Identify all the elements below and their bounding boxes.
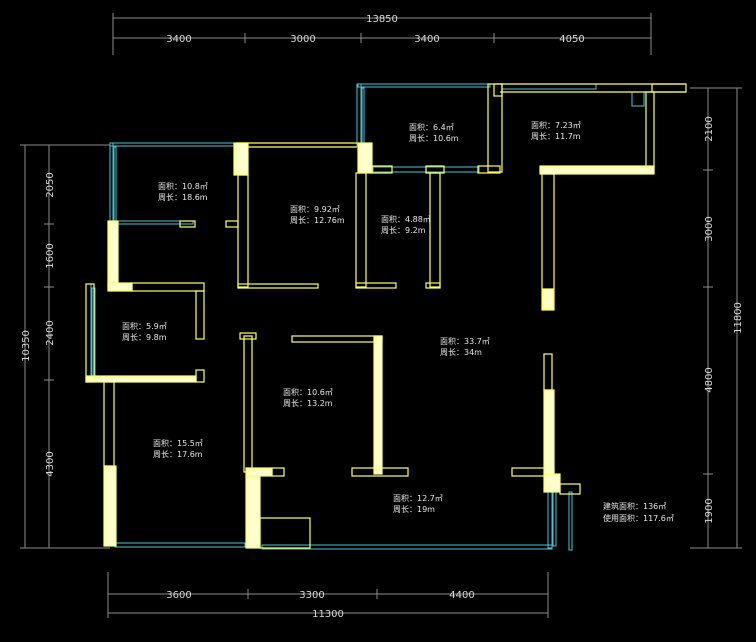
bottom-dim-3: 4400 — [449, 590, 474, 601]
room-5-perimeter: 周长：11.7m — [531, 131, 581, 141]
left-dim-2: 1600 — [45, 243, 56, 268]
room-10: 面积：12.7㎡ 周长：19m — [393, 493, 443, 514]
room-3-perimeter: 周长：9.2m — [381, 225, 426, 235]
room-8-perimeter: 周长：13.2m — [283, 398, 333, 408]
windows — [85, 83, 645, 551]
room-6-area: 面积：5.9㎡ — [122, 321, 167, 331]
dimension-lines — [20, 13, 742, 618]
room-7: 面积：33.7㎡ 周长：34m — [440, 336, 490, 357]
top-dim-3: 3400 — [414, 34, 439, 45]
room-8: 面积：10.6㎡ 周长：13.2m — [283, 387, 333, 408]
room-6: 面积：5.9㎡ 周长：9.8m — [122, 321, 167, 342]
right-dim-4: 1900 — [704, 498, 715, 523]
room-10-area: 面积：12.7㎡ — [393, 493, 443, 503]
area-summary: 建筑面积：136㎡ 使用面积：117.6㎡ — [603, 501, 674, 523]
room-1: 面积：10.8㎡ 周长：18.6m — [158, 181, 208, 202]
room-2-perimeter: 周长：12.76m — [290, 215, 345, 225]
room-9-area: 面积：15.5㎡ — [153, 438, 203, 448]
room-2-area: 面积：9.92㎡ — [290, 204, 340, 214]
dimension-labels: 13850 3400 3000 3400 4050 3600 3300 4400… — [21, 14, 744, 620]
top-dim-1: 3400 — [166, 34, 191, 45]
room-5: 面积：7.23㎡ 周长：11.7m — [531, 120, 581, 141]
walls — [85, 83, 687, 549]
bottom-dim-1: 3600 — [166, 590, 191, 601]
right-dim-2: 3000 — [704, 216, 715, 241]
room-7-area: 面积：33.7㎡ — [440, 336, 490, 346]
left-dim-4: 4300 — [45, 451, 56, 476]
right-dim-1: 2100 — [704, 116, 715, 141]
top-total-dim: 13850 — [366, 14, 398, 25]
room-2: 面积：9.92㎡ 周长：12.76m — [290, 204, 345, 225]
room-3: 面积：4.88㎡ 周长：9.2m — [381, 214, 431, 235]
usable-area: 使用面积：117.6㎡ — [603, 513, 674, 523]
right-total-dim: 11800 — [733, 302, 744, 334]
room-5-area: 面积：7.23㎡ — [531, 120, 581, 130]
room-4-perimeter: 周长：10.6m — [409, 133, 459, 143]
top-dim-4: 4050 — [559, 34, 584, 45]
left-dim-3: 2400 — [45, 320, 56, 345]
right-dim-3: 4800 — [704, 367, 715, 392]
left-total-dim: 10350 — [21, 330, 32, 362]
top-dim-2: 3000 — [290, 34, 315, 45]
building-area: 建筑面积：136㎡ — [603, 501, 666, 511]
left-dim-1: 2050 — [45, 172, 56, 197]
room-10-perimeter: 周长：19m — [393, 504, 435, 514]
room-7-perimeter: 周长：34m — [440, 347, 482, 357]
room-6-perimeter: 周长：9.8m — [122, 332, 167, 342]
room-labels: 面积：10.8㎡ 周长：18.6m 面积：9.92㎡ 周长：12.76m 面积：… — [122, 120, 674, 523]
bottom-total-dim: 11300 — [312, 609, 344, 620]
room-4: 面积：6.4㎡ 周长：10.6m — [409, 122, 459, 143]
room-3-area: 面积：4.88㎡ — [381, 214, 431, 224]
room-1-area: 面积：10.8㎡ — [158, 181, 208, 191]
room-9-perimeter: 周长：17.6m — [153, 449, 203, 459]
room-1-perimeter: 周长：18.6m — [158, 192, 208, 202]
room-8-area: 面积：10.6㎡ — [283, 387, 333, 397]
room-9: 面积：15.5㎡ 周长：17.6m — [153, 438, 203, 459]
room-4-area: 面积：6.4㎡ — [409, 122, 454, 132]
bottom-dim-2: 3300 — [299, 590, 324, 601]
